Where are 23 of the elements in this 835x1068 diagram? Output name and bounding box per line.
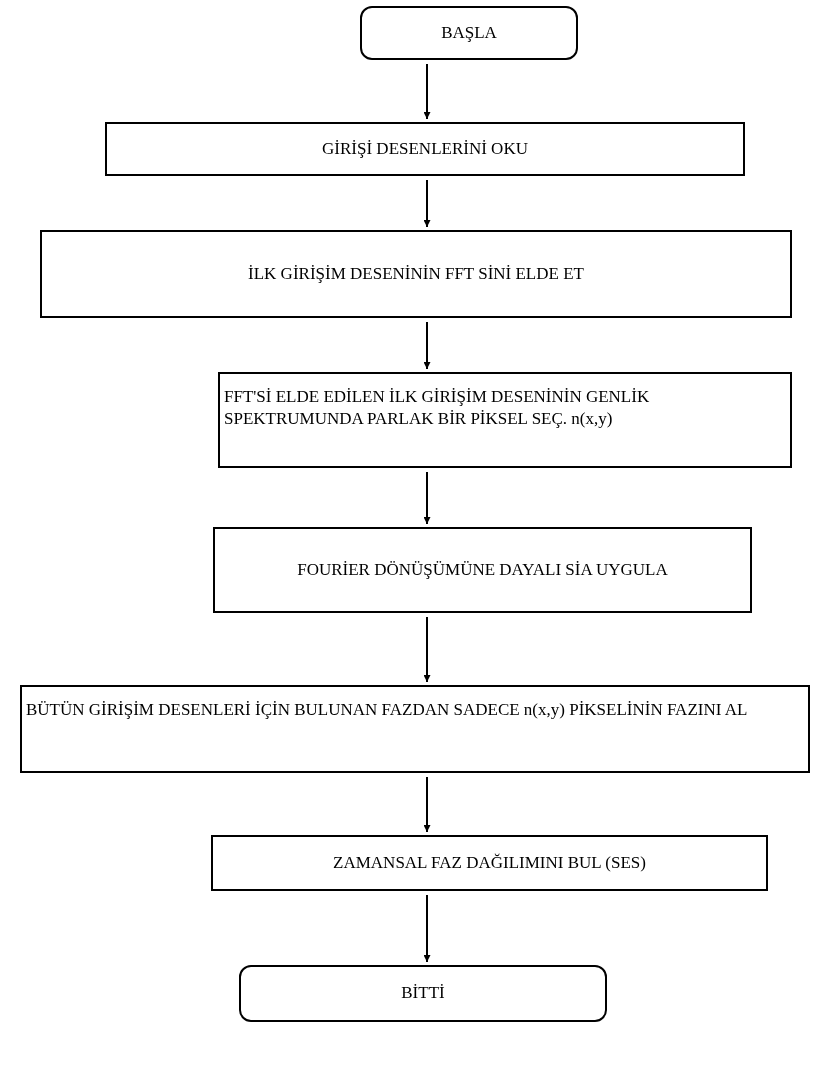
arrow (423, 616, 431, 683)
process-box (20, 685, 810, 773)
terminal-box (239, 965, 607, 1022)
process-box (213, 527, 752, 613)
step-text: FFT'Sİ ELDE EDİLEN İLK GİRİŞİM DESENİNİN GENLİK SPEKTRUMUNDA PARLAK BİR PİKSEL SEÇ. n(x,y) (224, 386, 651, 431)
step-text: BÜTÜN GİRİŞİM DESENLERİ İÇİN BULUNAN FAZDAN SADECE n(x,y) PİKSELİNİN FAZINI AL (26, 699, 748, 721)
step-text: FOURİER DÖNÜŞÜMÜNE DAYALI SİA UYGULA (297, 558, 668, 581)
step-text: ZAMANSAL FAZ DAĞILIMINI BUL (SES) (333, 851, 646, 874)
step-text: GİRİŞİ DESENLERİNİ OKU (322, 137, 528, 160)
process-box (218, 372, 792, 468)
step-text: BAŞLA (441, 21, 497, 44)
step-text: BİTTİ (401, 982, 445, 1005)
arrow (423, 894, 431, 963)
step-text: İLK GİRİŞİM DESENİNİN FFT SİNİ ELDE ET (248, 262, 584, 285)
arrow (423, 776, 431, 833)
arrow (423, 63, 431, 120)
arrow (423, 321, 431, 370)
arrow (423, 179, 431, 228)
arrow (423, 471, 431, 525)
process-box (211, 835, 768, 891)
process-box (40, 230, 792, 318)
process-box (105, 122, 745, 176)
terminal-box (360, 6, 578, 60)
